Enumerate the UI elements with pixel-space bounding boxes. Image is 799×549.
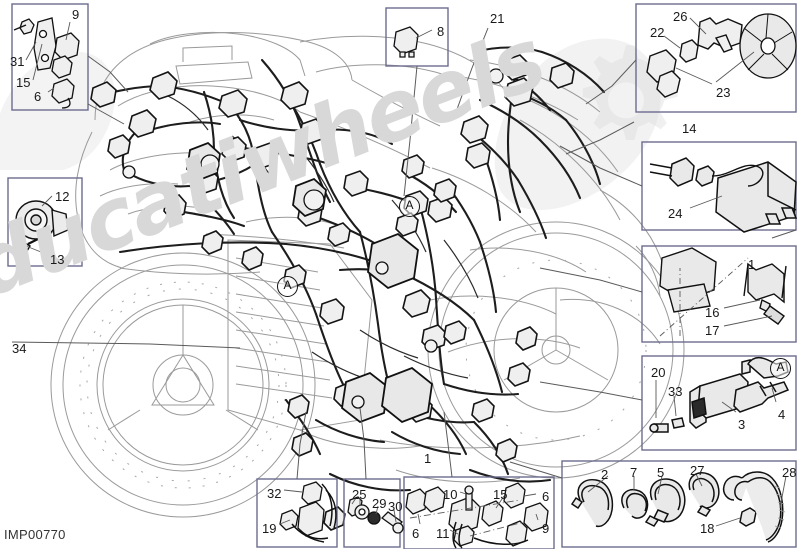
callout-6-b[interactable]: 6: [542, 489, 550, 504]
callout-5[interactable]: 5: [657, 465, 665, 480]
callout-13[interactable]: 13: [50, 252, 65, 267]
callout-23[interactable]: 23: [716, 85, 731, 100]
callout-29[interactable]: 29: [372, 496, 387, 511]
callout-7[interactable]: 7: [630, 465, 638, 480]
callout-18[interactable]: 18: [700, 521, 715, 536]
document-code: IMP00770: [4, 527, 66, 542]
callout-27[interactable]: 27: [690, 463, 705, 478]
callout-14[interactable]: 14: [682, 121, 697, 136]
callout-22[interactable]: 22: [650, 25, 665, 40]
watermark-blob-2: [0, 51, 115, 170]
callout-1-main[interactable]: 1: [424, 451, 432, 466]
callout-1-bracket[interactable]: 1: [748, 257, 756, 272]
callout-6-c[interactable]: 6: [412, 526, 420, 541]
callout-20[interactable]: 20: [651, 365, 666, 380]
callout-15-b[interactable]: 15: [493, 487, 508, 502]
watermark-blob: [494, 38, 661, 210]
section-marker-a-3[interactable]: A: [770, 358, 791, 379]
callout-9-b[interactable]: 9: [542, 521, 550, 536]
callout-8[interactable]: 8: [437, 24, 445, 39]
callout-26[interactable]: 26: [673, 9, 688, 24]
callout-12[interactable]: 12: [55, 189, 70, 204]
callout-6-a[interactable]: 6: [34, 89, 42, 104]
callout-9[interactable]: 9: [72, 7, 80, 22]
callout-31[interactable]: 31: [10, 54, 25, 69]
callout-2[interactable]: 2: [601, 467, 609, 482]
callout-11[interactable]: 11: [436, 526, 450, 541]
callout-15[interactable]: 15: [16, 75, 31, 90]
callout-19[interactable]: 19: [262, 521, 277, 536]
callout-10[interactable]: 10: [443, 487, 458, 502]
callout-21[interactable]: 21: [490, 11, 505, 26]
section-marker-a-1[interactable]: A: [399, 196, 420, 217]
callout-17[interactable]: 17: [705, 323, 720, 338]
callout-25[interactable]: 25: [352, 487, 367, 502]
callout-3[interactable]: 3: [738, 417, 746, 432]
callout-4[interactable]: 4: [778, 407, 786, 422]
callout-28[interactable]: 28: [782, 465, 797, 480]
callout-30[interactable]: 30: [388, 499, 403, 514]
callout-34[interactable]: 34: [12, 341, 27, 356]
callout-24[interactable]: 24: [668, 206, 683, 221]
callout-33[interactable]: 33: [668, 384, 683, 399]
callout-16[interactable]: 16: [705, 305, 720, 320]
section-marker-a-2[interactable]: A: [277, 276, 298, 297]
callout-32[interactable]: 32: [267, 486, 282, 501]
